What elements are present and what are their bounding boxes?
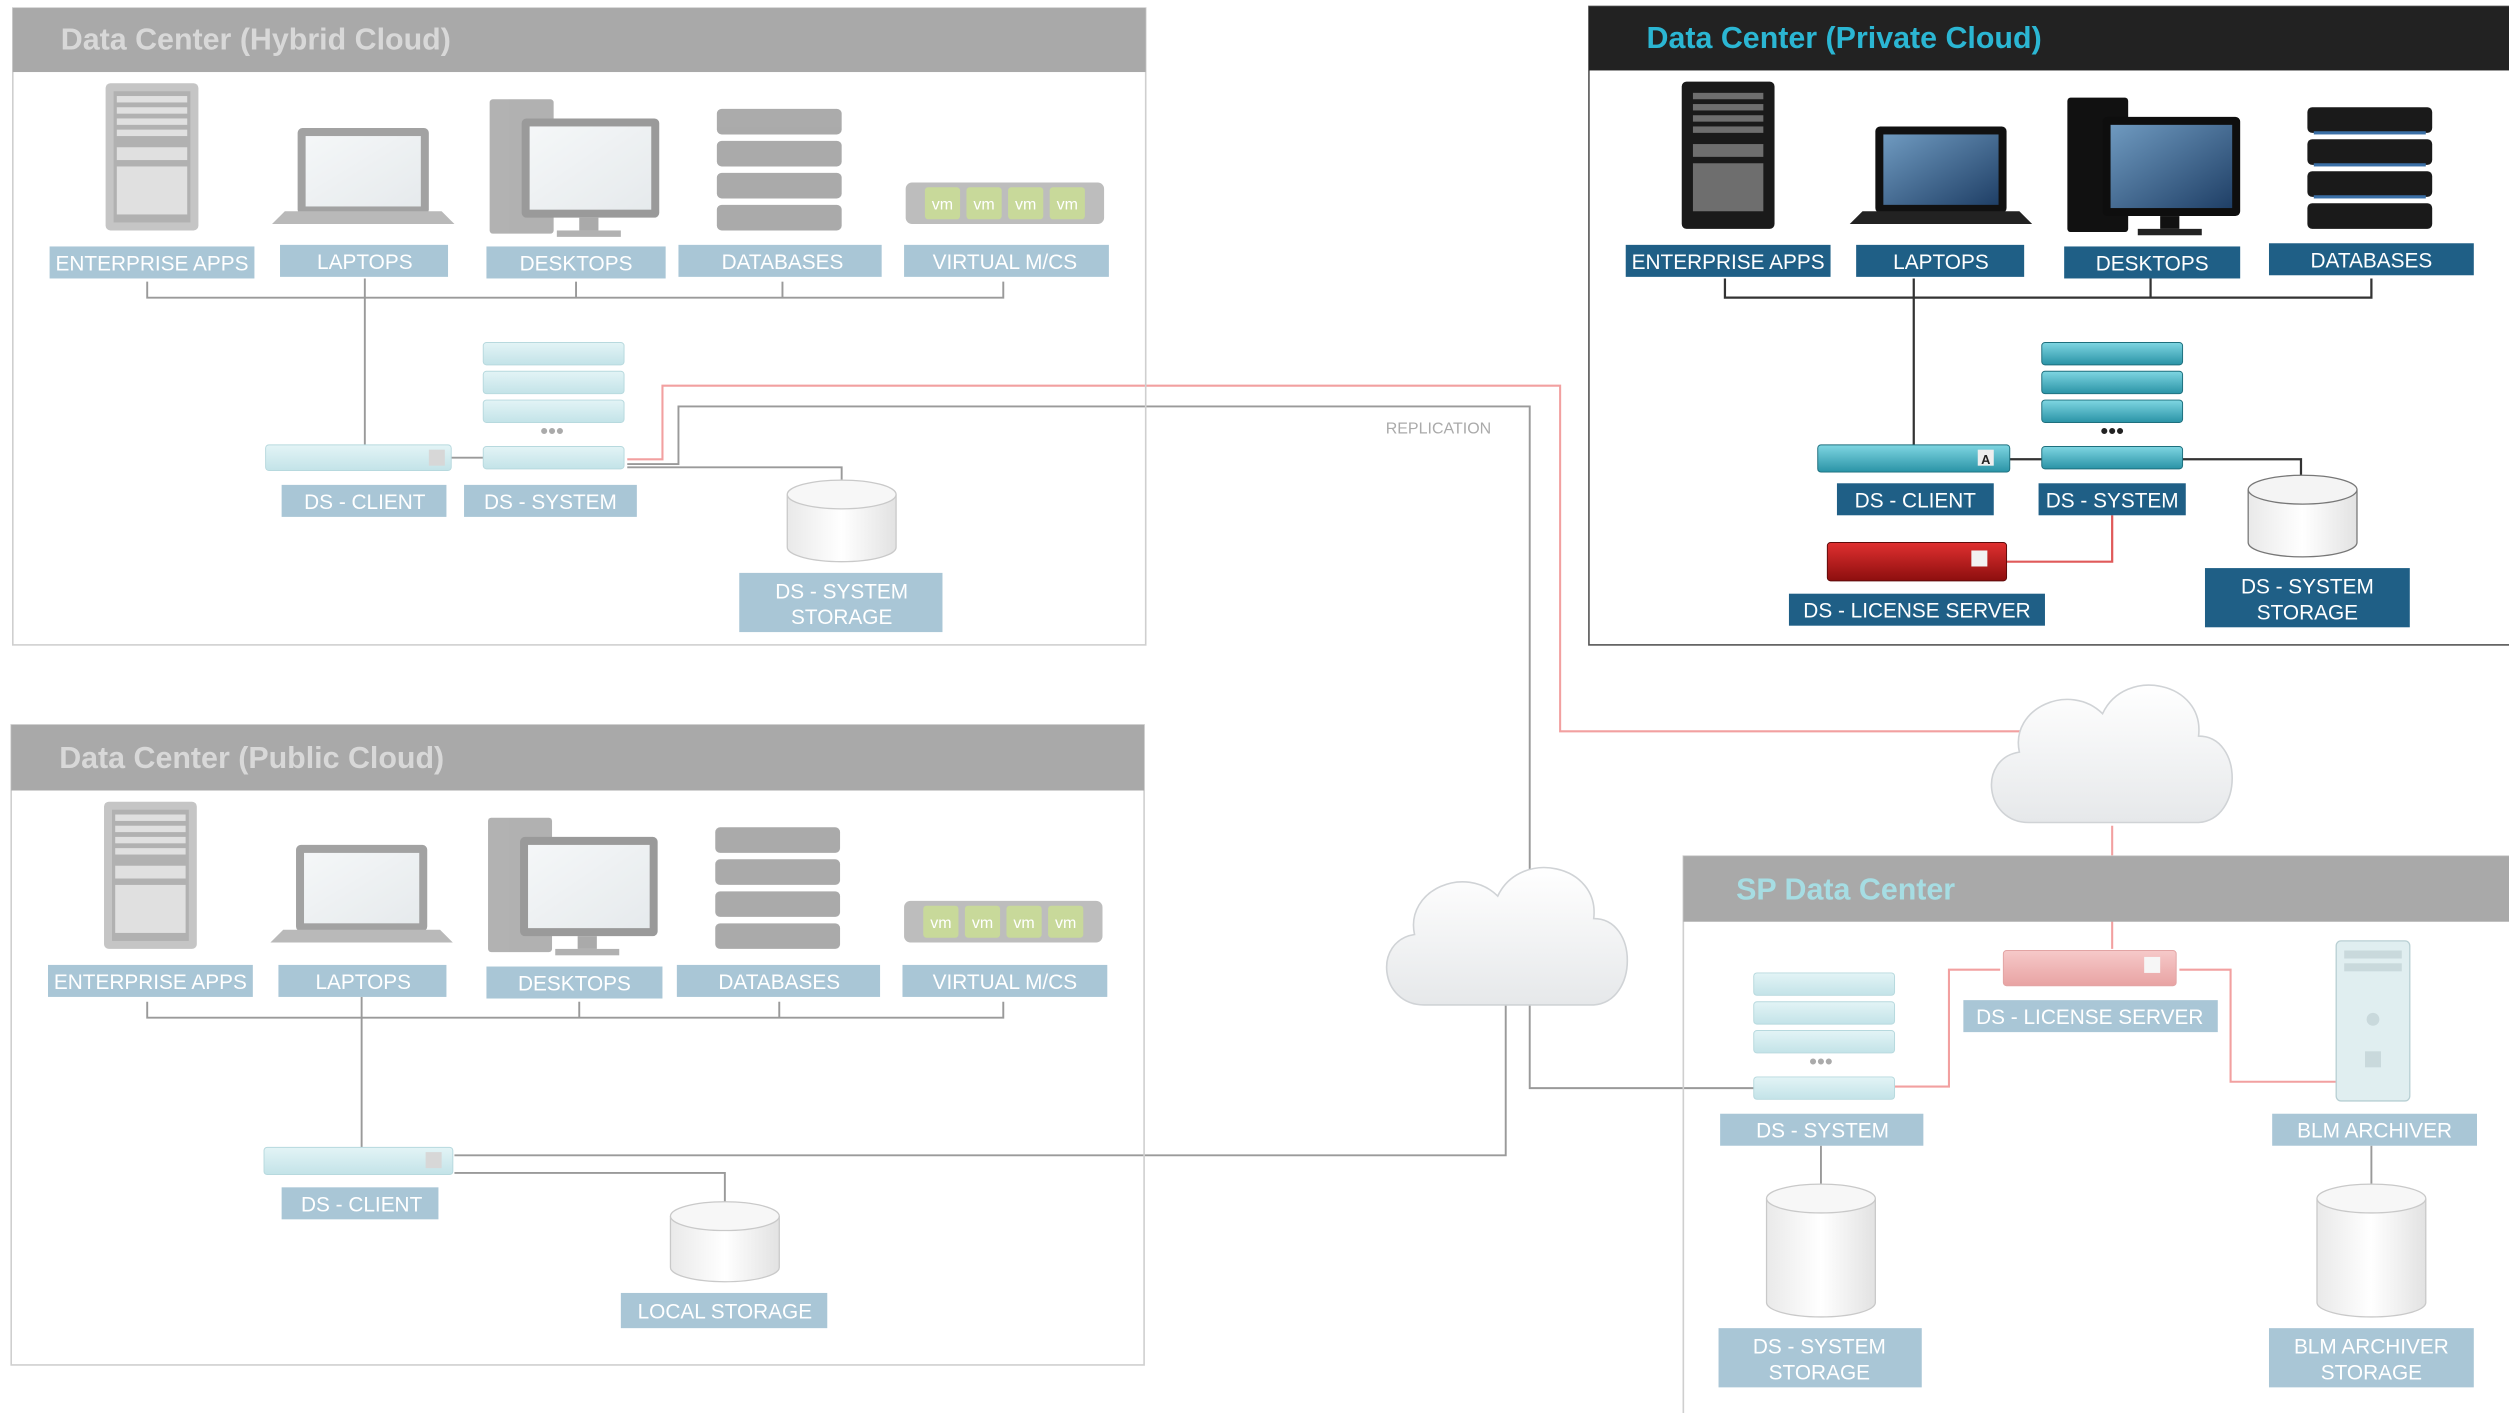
label-ds-system: DS - SYSTEM	[484, 491, 617, 514]
vm-badge: vm	[1057, 197, 1078, 214]
connections	[146, 278, 2373, 1204]
storage-cylinder-icon	[786, 479, 897, 563]
public-device-labels: ENTERPRISE APPS LAPTOPS DESKTOPS DATABAS…	[48, 964, 1108, 999]
sp-title: SP Data Center	[1736, 872, 1955, 906]
svg-text:•••: •••	[1809, 1049, 1833, 1074]
replication-line	[627, 384, 2113, 733]
database-icon	[716, 108, 842, 231]
hybrid-header	[12, 8, 1146, 73]
laptop-icon	[270, 844, 453, 943]
cloud-icon	[1990, 684, 2233, 824]
database-icon	[715, 827, 841, 949]
public-cloud-panel: Data Center (Public Cloud)	[10, 724, 1145, 1366]
label-laptops: LAPTOPS	[1893, 251, 1989, 274]
label-ds-client: DS - CLIENT	[301, 1193, 423, 1216]
rack-server-icon: •••	[2041, 341, 2184, 470]
vm-badge: vm	[1015, 197, 1036, 214]
hybrid-title: Data Center (Hybrid Cloud)	[61, 23, 451, 57]
sp-data-center-panel: SP Data Center ••• DS - SYSTEM DS - LICE…	[1682, 855, 2509, 1413]
label-databases: DATABASES	[2311, 249, 2433, 272]
private-title: Data Center (Private Cloud)	[1647, 21, 2042, 55]
label-databases: DATABASES	[722, 251, 844, 274]
vm-badge: vm	[972, 915, 993, 932]
hybrid-to-cloud-line	[627, 405, 1531, 897]
label-laptops: LAPTOPS	[315, 971, 411, 994]
desktop-icon	[489, 99, 660, 237]
vm-host-icon: vm vm vm vm	[904, 900, 1103, 943]
label-license-server: DS - LICENSE SERVER	[1976, 1006, 2203, 1029]
server-tower-icon	[104, 801, 197, 949]
svg-text:•••: •••	[2100, 418, 2124, 443]
label-ds-system: DS - SYSTEM	[1756, 1120, 1889, 1143]
label-blm-archiver: BLM ARCHIVER	[2297, 1120, 2452, 1143]
server-tower-icon	[105, 83, 199, 231]
storage-cylinder-icon	[1765, 1183, 1876, 1318]
label-databases: DATABASES	[718, 971, 840, 994]
storage-cylinder-icon	[2316, 1183, 2427, 1318]
laptop-icon	[272, 128, 455, 225]
label-desktops: DESKTOPS	[520, 252, 633, 275]
hybrid-cloud-panel: Data Center (Hybrid Cloud)	[12, 7, 1492, 646]
database-icon	[2307, 107, 2433, 229]
label-desktops: DESKTOPS	[518, 973, 631, 996]
rack-server-icon: A	[1817, 444, 2011, 473]
label-ds-storage-line1: DS - SYSTEM	[1753, 1336, 1886, 1359]
label-blm-storage-line2: STORAGE	[2321, 1361, 2422, 1384]
laptop-icon	[1849, 126, 2033, 225]
label-ds-storage-line1: DS - SYSTEM	[2241, 576, 2374, 599]
vm-badge: vm	[932, 197, 953, 214]
label-local-storage: LOCAL STORAGE	[638, 1301, 813, 1324]
vm-badge: vm	[1055, 915, 1076, 932]
label-virtual: VIRTUAL M/CS	[933, 251, 1077, 274]
label-ds-storage-line1: DS - SYSTEM	[775, 580, 908, 603]
label-license-server: DS - LICENSE SERVER	[1803, 600, 2030, 623]
rack-server-icon	[265, 444, 452, 471]
label-desktops: DESKTOPS	[2096, 252, 2209, 275]
rack-server-icon	[263, 1146, 454, 1176]
desktop-icon	[488, 817, 658, 956]
cloud-icon	[1385, 866, 1629, 1006]
replication-label: REPLICATION	[1386, 421, 1492, 438]
server-tower-icon	[1681, 81, 1775, 229]
label-blm-storage-line1: BLM ARCHIVER	[2294, 1336, 2449, 1359]
rack-server-icon: •••	[1753, 972, 1896, 1100]
svg-text:•••: •••	[540, 418, 564, 443]
label-laptops: LAPTOPS	[317, 251, 413, 274]
hybrid-device-labels: ENTERPRISE APPS LAPTOPS DESKTOPS DATABAS…	[49, 244, 1109, 279]
vm-host-icon: vm vm vm vm	[905, 182, 1105, 225]
label-ds-storage-line2: STORAGE	[791, 606, 892, 629]
storage-cylinder-icon	[669, 1201, 780, 1283]
label-enterprise-apps: ENTERPRISE APPS	[56, 252, 249, 275]
rack-badge: A	[1981, 452, 1990, 467]
vm-badge: vm	[1013, 915, 1034, 932]
sp-header	[1683, 856, 2509, 922]
label-virtual: VIRTUAL M/CS	[933, 971, 1077, 994]
label-ds-storage-line2: STORAGE	[2257, 601, 2358, 624]
private-device-labels: ENTERPRISE APPS LAPTOPS DESKTOPS DATABAS…	[1625, 243, 2474, 279]
label-ds-client: DS - CLIENT	[1855, 489, 1977, 512]
label-ds-client: DS - CLIENT	[304, 491, 426, 514]
label-ds-storage-line2: STORAGE	[1769, 1361, 1870, 1384]
label-enterprise-apps: ENTERPRISE APPS	[1632, 251, 1825, 274]
public-title: Data Center (Public Cloud)	[59, 741, 444, 775]
private-cloud-panel: Data Center (Private Cloud)	[1588, 5, 2509, 646]
public-header	[11, 724, 1145, 791]
rack-server-icon: •••	[482, 341, 625, 470]
storage-cylinder-icon	[2247, 474, 2358, 558]
label-enterprise-apps: ENTERPRISE APPS	[54, 971, 247, 994]
desktop-icon	[2067, 97, 2241, 236]
label-ds-system: DS - SYSTEM	[2046, 489, 2179, 512]
vm-badge: vm	[930, 915, 951, 932]
license-server-icon	[2002, 950, 2177, 987]
vm-badge: vm	[973, 197, 994, 214]
license-server-icon	[1826, 542, 2008, 582]
private-header	[1588, 6, 2509, 71]
archiver-tower-icon	[2335, 940, 2411, 1102]
